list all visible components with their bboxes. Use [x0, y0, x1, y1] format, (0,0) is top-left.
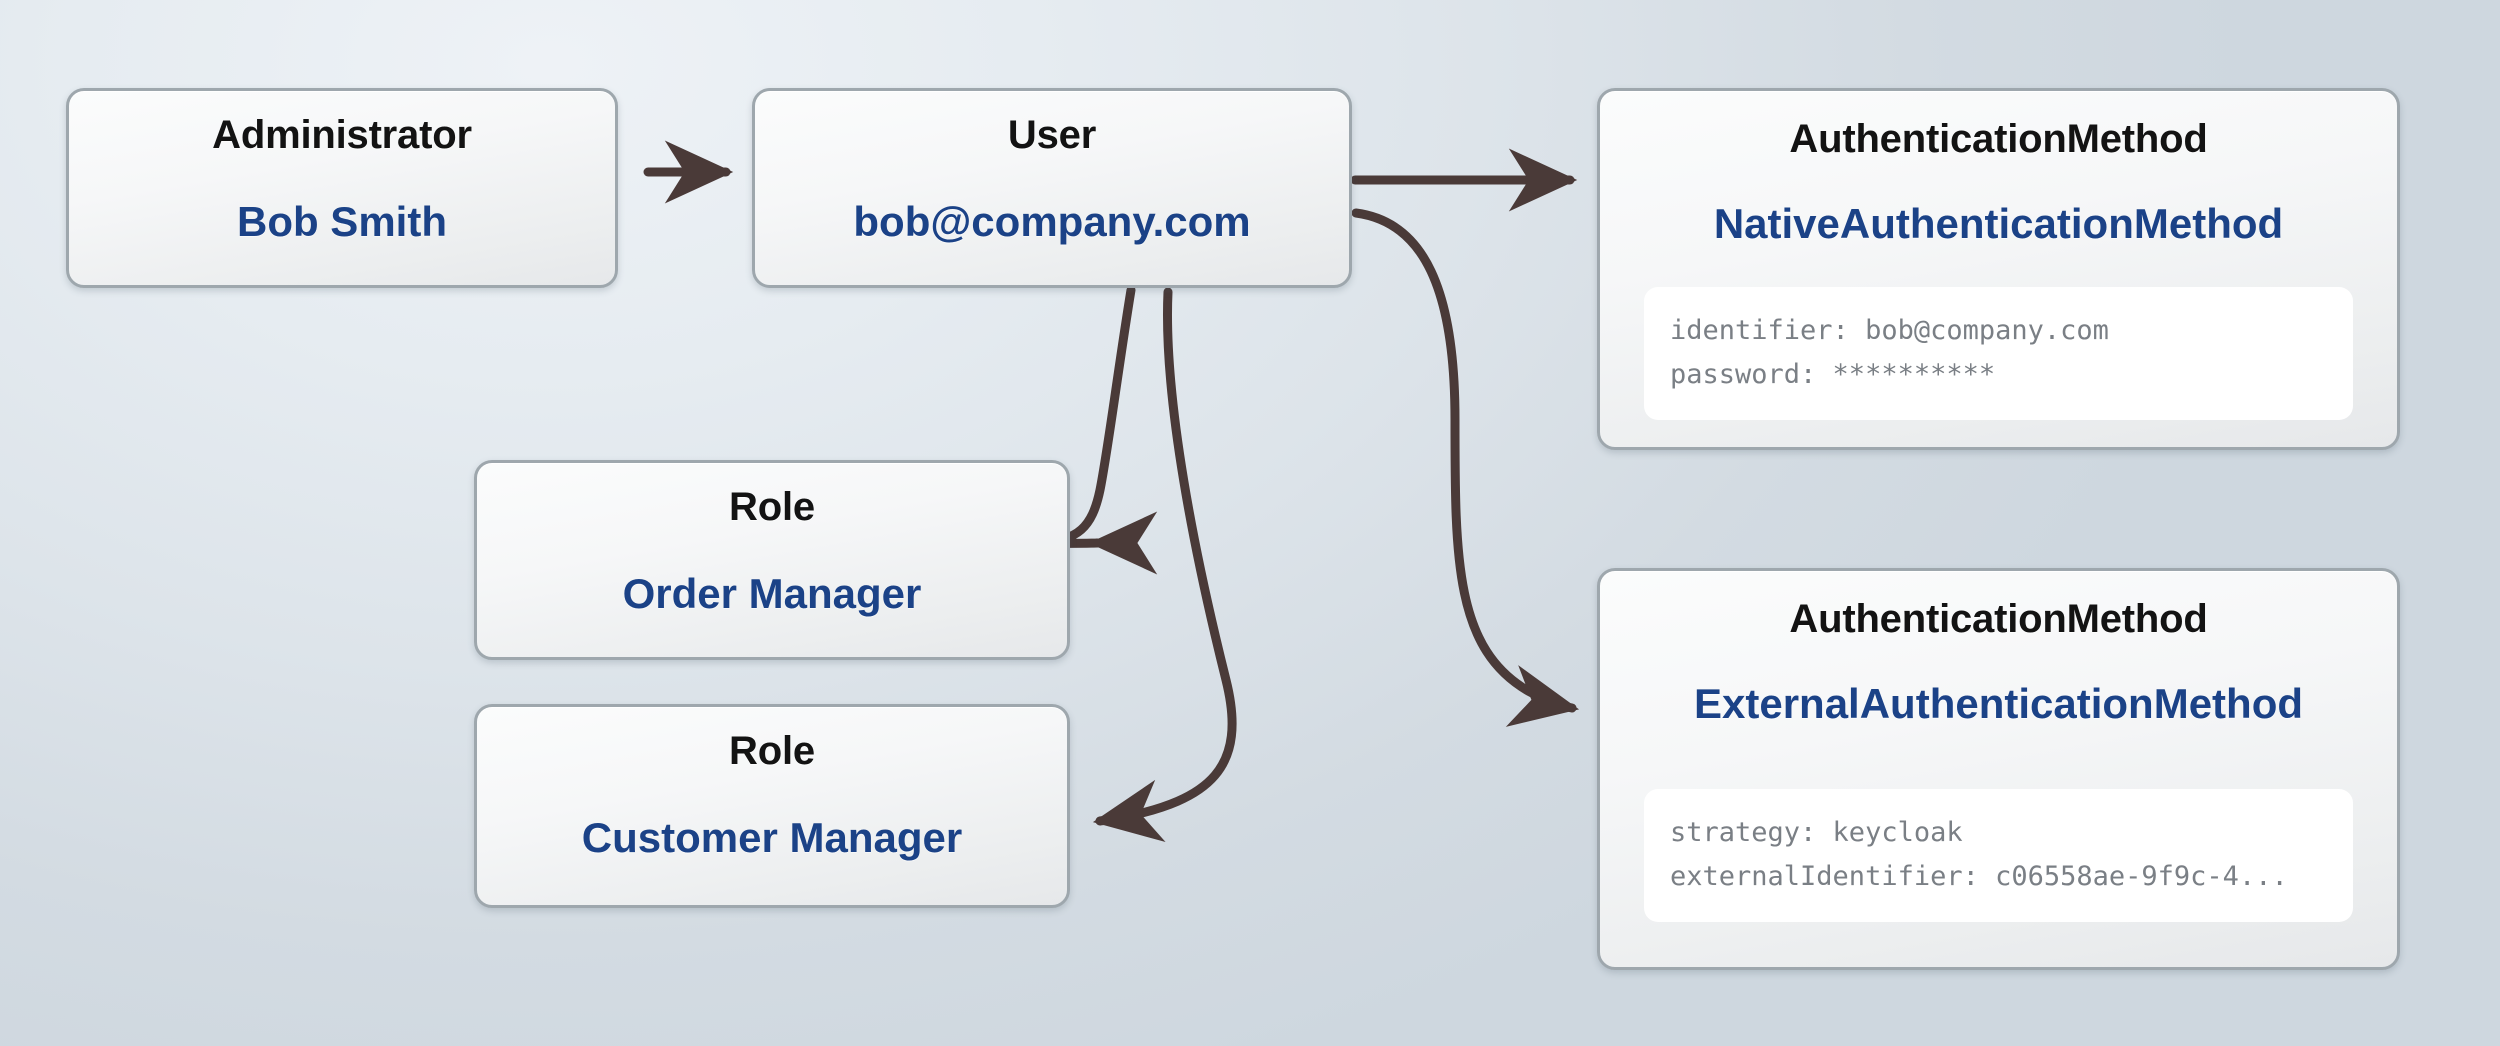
node-role-order-manager-type: Role [729, 485, 815, 529]
external-auth-identifier-line: externalIdentifier: c06558ae-9f9c-4... [1670, 860, 2288, 892]
external-authentication-details-panel: strategy: keycloak externalIdentifier: c… [1644, 789, 2353, 923]
native-auth-password-line: password: ********** [1670, 358, 1996, 390]
node-user-value: bob@company.com [853, 198, 1251, 245]
node-role-order-manager-value: Order Manager [622, 570, 922, 617]
node-native-authentication-method-value: NativeAuthenticationMethod [1713, 200, 2284, 247]
node-administrator[interactable]: Administrator Bob Smith [66, 88, 618, 288]
external-auth-strategy-line: strategy: keycloak [1670, 817, 1963, 848]
node-user-type: User [1007, 113, 1097, 157]
node-native-authentication-method-type: AuthenticationMethod [1789, 117, 2208, 161]
native-authentication-details-panel: identifier: bob@company.com password: **… [1644, 287, 2353, 421]
node-administrator-value: Bob Smith [237, 198, 447, 245]
node-role-order-manager[interactable]: Role Order Manager [474, 460, 1070, 660]
node-role-customer-manager[interactable]: Role Customer Manager [474, 704, 1070, 908]
node-user[interactable]: User bob@company.com [752, 88, 1352, 288]
node-native-authentication-method[interactable]: AuthenticationMethod NativeAuthenticatio… [1597, 88, 2400, 450]
edge-user-to-role-customer [1092, 287, 1237, 843]
native-auth-identifier-line: identifier: bob@company.com [1670, 315, 2109, 346]
node-external-authentication-method-value: ExternalAuthenticationMethod [1693, 680, 2304, 727]
node-external-authentication-method-type: AuthenticationMethod [1789, 597, 2208, 641]
node-external-authentication-method[interactable]: AuthenticationMethod ExternalAuthenticat… [1597, 568, 2400, 970]
node-role-customer-manager-value: Customer Manager [581, 814, 963, 861]
edge-user-to-auth-external [1351, 208, 1580, 727]
node-role-customer-manager-type: Role [729, 729, 815, 773]
node-administrator-type: Administrator [212, 113, 472, 157]
